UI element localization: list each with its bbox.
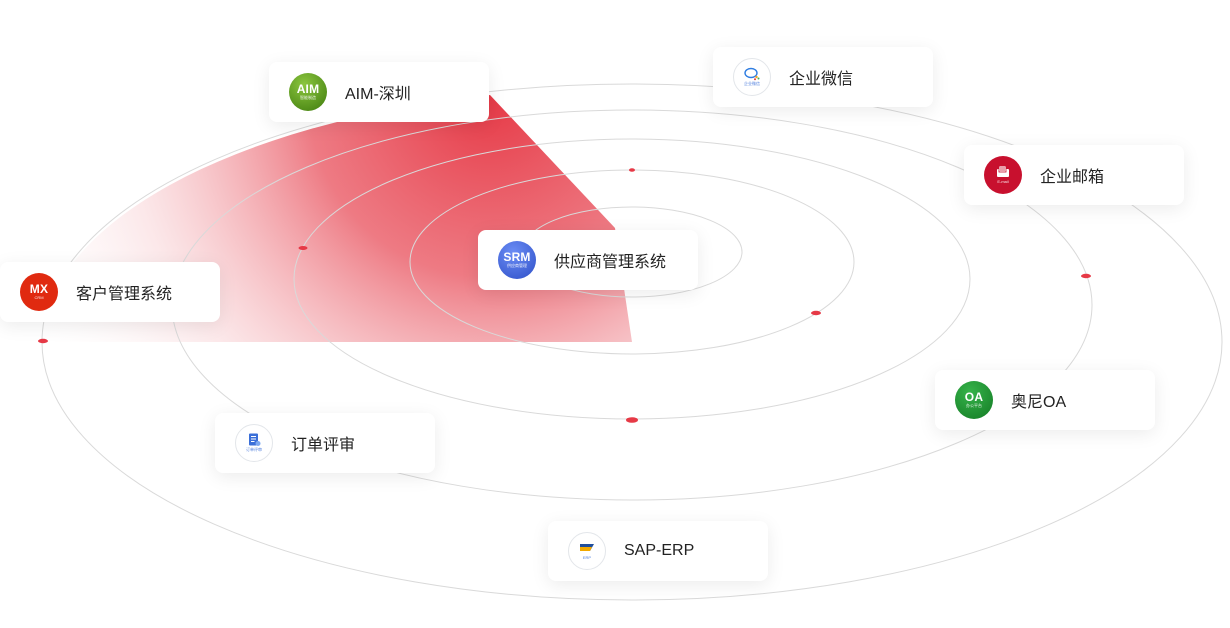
orbit-node xyxy=(629,168,635,172)
system-label: 订单评审 xyxy=(291,437,356,454)
system-label: 客户管理系统 xyxy=(76,286,173,303)
envelope-icon xyxy=(997,165,1009,177)
erp-flag-icon xyxy=(580,544,594,551)
orbit-node xyxy=(1081,273,1091,279)
orbit-node xyxy=(811,310,821,316)
orbit-node xyxy=(38,338,48,344)
orbit-node xyxy=(626,417,638,423)
order-review-icon: 订单评审 xyxy=(235,424,273,462)
system-card-aim[interactable]: AIM 智能制造 AIM-深圳 xyxy=(269,62,489,122)
srm-logo-icon: SRM 供应商管理 xyxy=(498,241,536,279)
system-card-oa[interactable]: OA 办公平台 奥尼OA xyxy=(935,370,1155,430)
oa-logo-icon: OA 办公平台 xyxy=(955,381,993,419)
aim-logo-icon: AIM 智能制造 xyxy=(289,73,327,111)
system-card-srm[interactable]: SRM 供应商管理 供应商管理系统 xyxy=(478,230,698,290)
mail-icon: E-mail xyxy=(984,156,1022,194)
crm-logo-icon: MX CRM xyxy=(20,273,58,311)
system-card-email[interactable]: E-mail 企业邮箱 xyxy=(964,145,1184,205)
system-card-crm[interactable]: MX CRM 客户管理系统 xyxy=(0,262,220,322)
orbit-node xyxy=(298,246,308,250)
system-card-wecom[interactable]: 企业微信 企业微信 xyxy=(713,47,933,107)
system-label: 企业微信 xyxy=(789,71,854,88)
system-card-order-review[interactable]: 订单评审 订单评审 xyxy=(215,413,435,473)
document-icon xyxy=(249,433,261,446)
system-label: SAP-ERP xyxy=(624,542,695,559)
system-label: AIM-深圳 xyxy=(345,86,411,103)
system-label: 企业邮箱 xyxy=(1040,169,1105,186)
system-card-sap-erp[interactable]: ERP SAP-ERP xyxy=(548,521,768,581)
chat-bubble-icon xyxy=(744,67,760,81)
wechat-work-icon: 企业微信 xyxy=(733,58,771,96)
sap-erp-icon: ERP xyxy=(568,532,606,570)
system-label: 供应商管理系统 xyxy=(554,254,667,271)
system-label: 奥尼OA xyxy=(1011,394,1067,411)
